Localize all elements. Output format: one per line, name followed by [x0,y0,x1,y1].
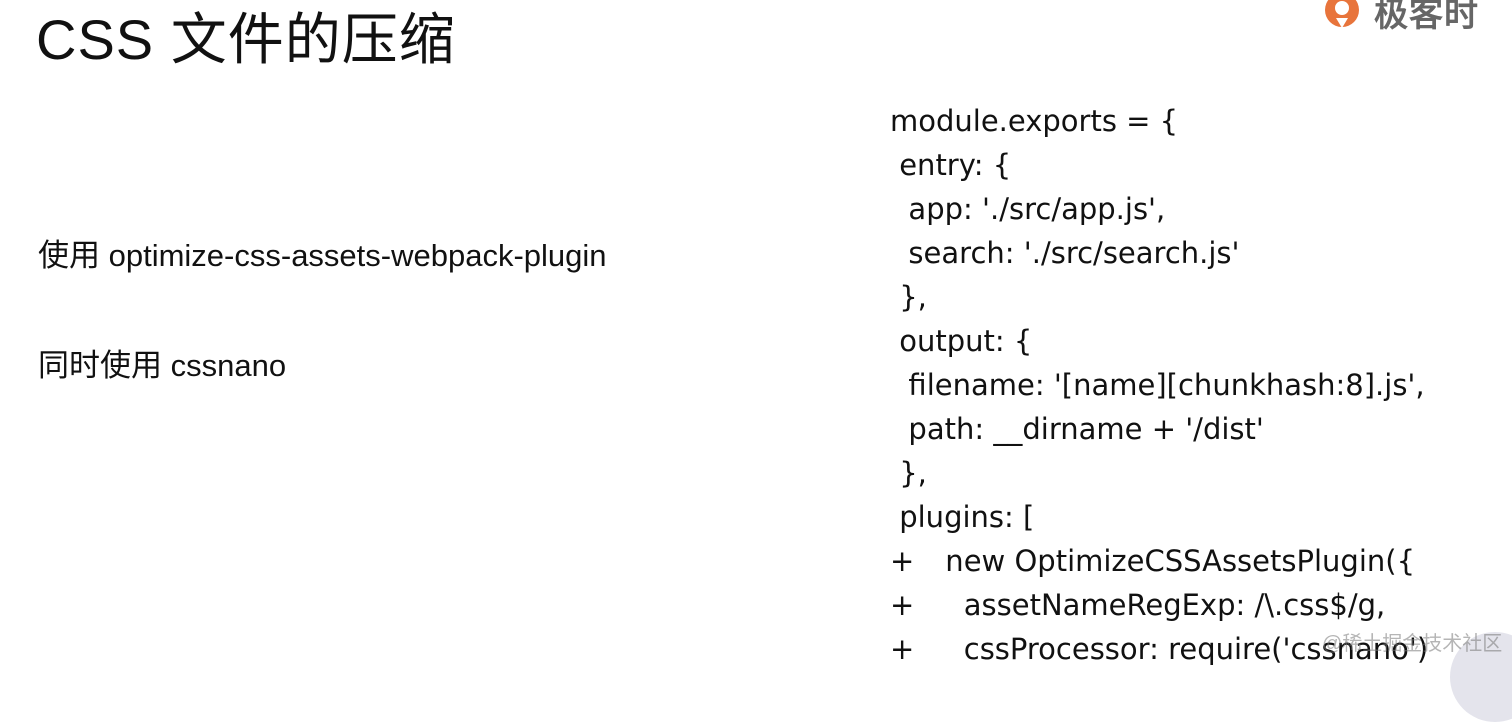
code-line: }, [890,275,1428,319]
code-text: }, [890,280,927,314]
logo: 极客时 [1322,0,1479,40]
logo-text: 极客时 [1374,0,1479,34]
code-line: + new OptimizeCSSAssetsPlugin({ [890,539,1428,583]
bullet-plugin: 使用 optimize-css-assets-webpack-plugin [38,238,607,273]
code-line: }, [890,451,1428,495]
diff-mark: + [890,588,915,622]
code-line: filename: '[name][chunkhash:8].js', [890,363,1428,407]
code-line: + assetNameRegExp: /\.css$/g, [890,583,1428,627]
code-line: plugins: [ [890,495,1428,539]
code-text: path: __dirname + '/dist' [890,412,1264,446]
code-text: filename: '[name][chunkhash:8].js', [890,368,1425,402]
code-text: search: './src/search.js' [890,236,1240,270]
code-text: output: { [890,324,1033,358]
code-block: module.exports = { entry: { app: './src/… [890,99,1428,671]
diff-mark: + [890,632,915,666]
code-line: app: './src/app.js', [890,187,1428,231]
code-line: search: './src/search.js' [890,231,1428,275]
slide-title: CSS 文件的压缩 [36,8,456,71]
code-text: cssProcessor: require('cssnano') [890,632,1429,666]
code-text: plugins: [ [890,500,1035,534]
code-line: entry: { [890,143,1428,187]
code-text: entry: { [890,148,1012,182]
bullet-cssnano: 同时使用 cssnano [38,348,287,383]
watermark: @稀土掘金技术社区 [1322,633,1503,655]
diff-mark: + [890,544,915,578]
code-line: path: __dirname + '/dist' [890,407,1428,451]
code-line: module.exports = { [890,99,1428,143]
code-line: + cssProcessor: require('cssnano') [890,627,1428,671]
code-text: }, [890,456,927,490]
geektime-logo-icon [1325,0,1359,28]
code-text: app: './src/app.js', [890,192,1166,226]
code-text: new OptimizeCSSAssetsPlugin({ [890,544,1416,578]
code-text: assetNameRegExp: /\.css$/g, [890,588,1386,622]
code-line: output: { [890,319,1428,363]
code-text: module.exports = { [890,104,1179,138]
